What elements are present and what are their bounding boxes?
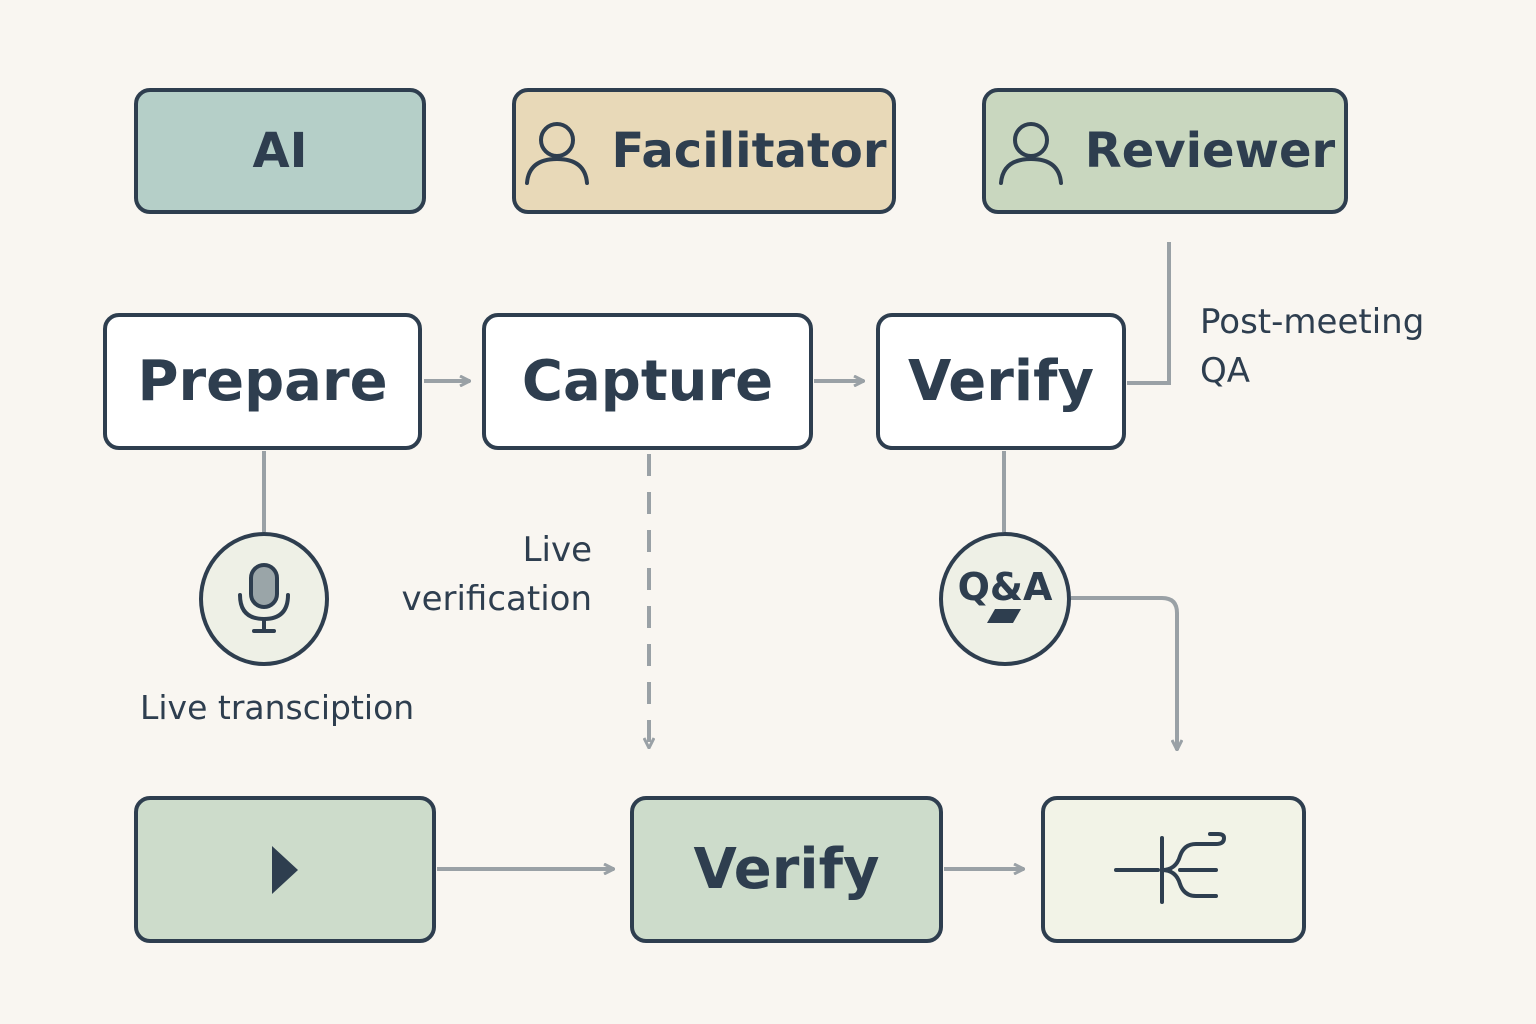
arrow-qa-tree (1071, 596, 1177, 750)
qa-node: Q&A (939, 532, 1071, 666)
role-ai: AI (134, 88, 426, 214)
bottom-verify-box: Verify (630, 796, 943, 943)
role-ai-label: AI (252, 123, 308, 179)
post-meeting-qa-line-1: Post-meeting (1200, 302, 1425, 342)
role-reviewer-label: Reviewer (1084, 123, 1336, 179)
microphone-node (199, 532, 329, 666)
connector-reviewer-verify (1127, 242, 1171, 385)
bottom-verify-label: Verify (693, 837, 880, 902)
live-verification-line-1: Live (522, 530, 592, 570)
step-capture-label: Capture (521, 349, 774, 414)
live-transcription-label: Live transciption (140, 688, 415, 727)
post-meeting-qa-note: Post-meeting QA (1200, 298, 1424, 396)
tree-box (1041, 796, 1306, 943)
qa-badge-label: Q&A (957, 565, 1053, 609)
person-icon (998, 122, 1063, 185)
step-verify-label: Verify (908, 349, 1094, 414)
step-verify: Verify (876, 313, 1126, 450)
play-box[interactable] (134, 796, 436, 943)
live-verification-note: Live verification (388, 526, 592, 624)
branching-tree-icon (1113, 831, 1226, 904)
role-facilitator-label: Facilitator (611, 123, 887, 179)
person-icon (525, 122, 590, 185)
role-facilitator: Facilitator (512, 88, 896, 214)
step-prepare: Prepare (103, 313, 422, 450)
chat-bubble-icon (987, 609, 1021, 623)
microphone-icon (238, 563, 290, 633)
post-meeting-qa-line-2: QA (1200, 351, 1251, 391)
play-icon (272, 845, 298, 894)
step-capture: Capture (482, 313, 813, 450)
role-reviewer: Reviewer (982, 88, 1348, 214)
live-verification-line-2: verification (401, 579, 592, 619)
step-prepare-label: Prepare (137, 349, 388, 414)
